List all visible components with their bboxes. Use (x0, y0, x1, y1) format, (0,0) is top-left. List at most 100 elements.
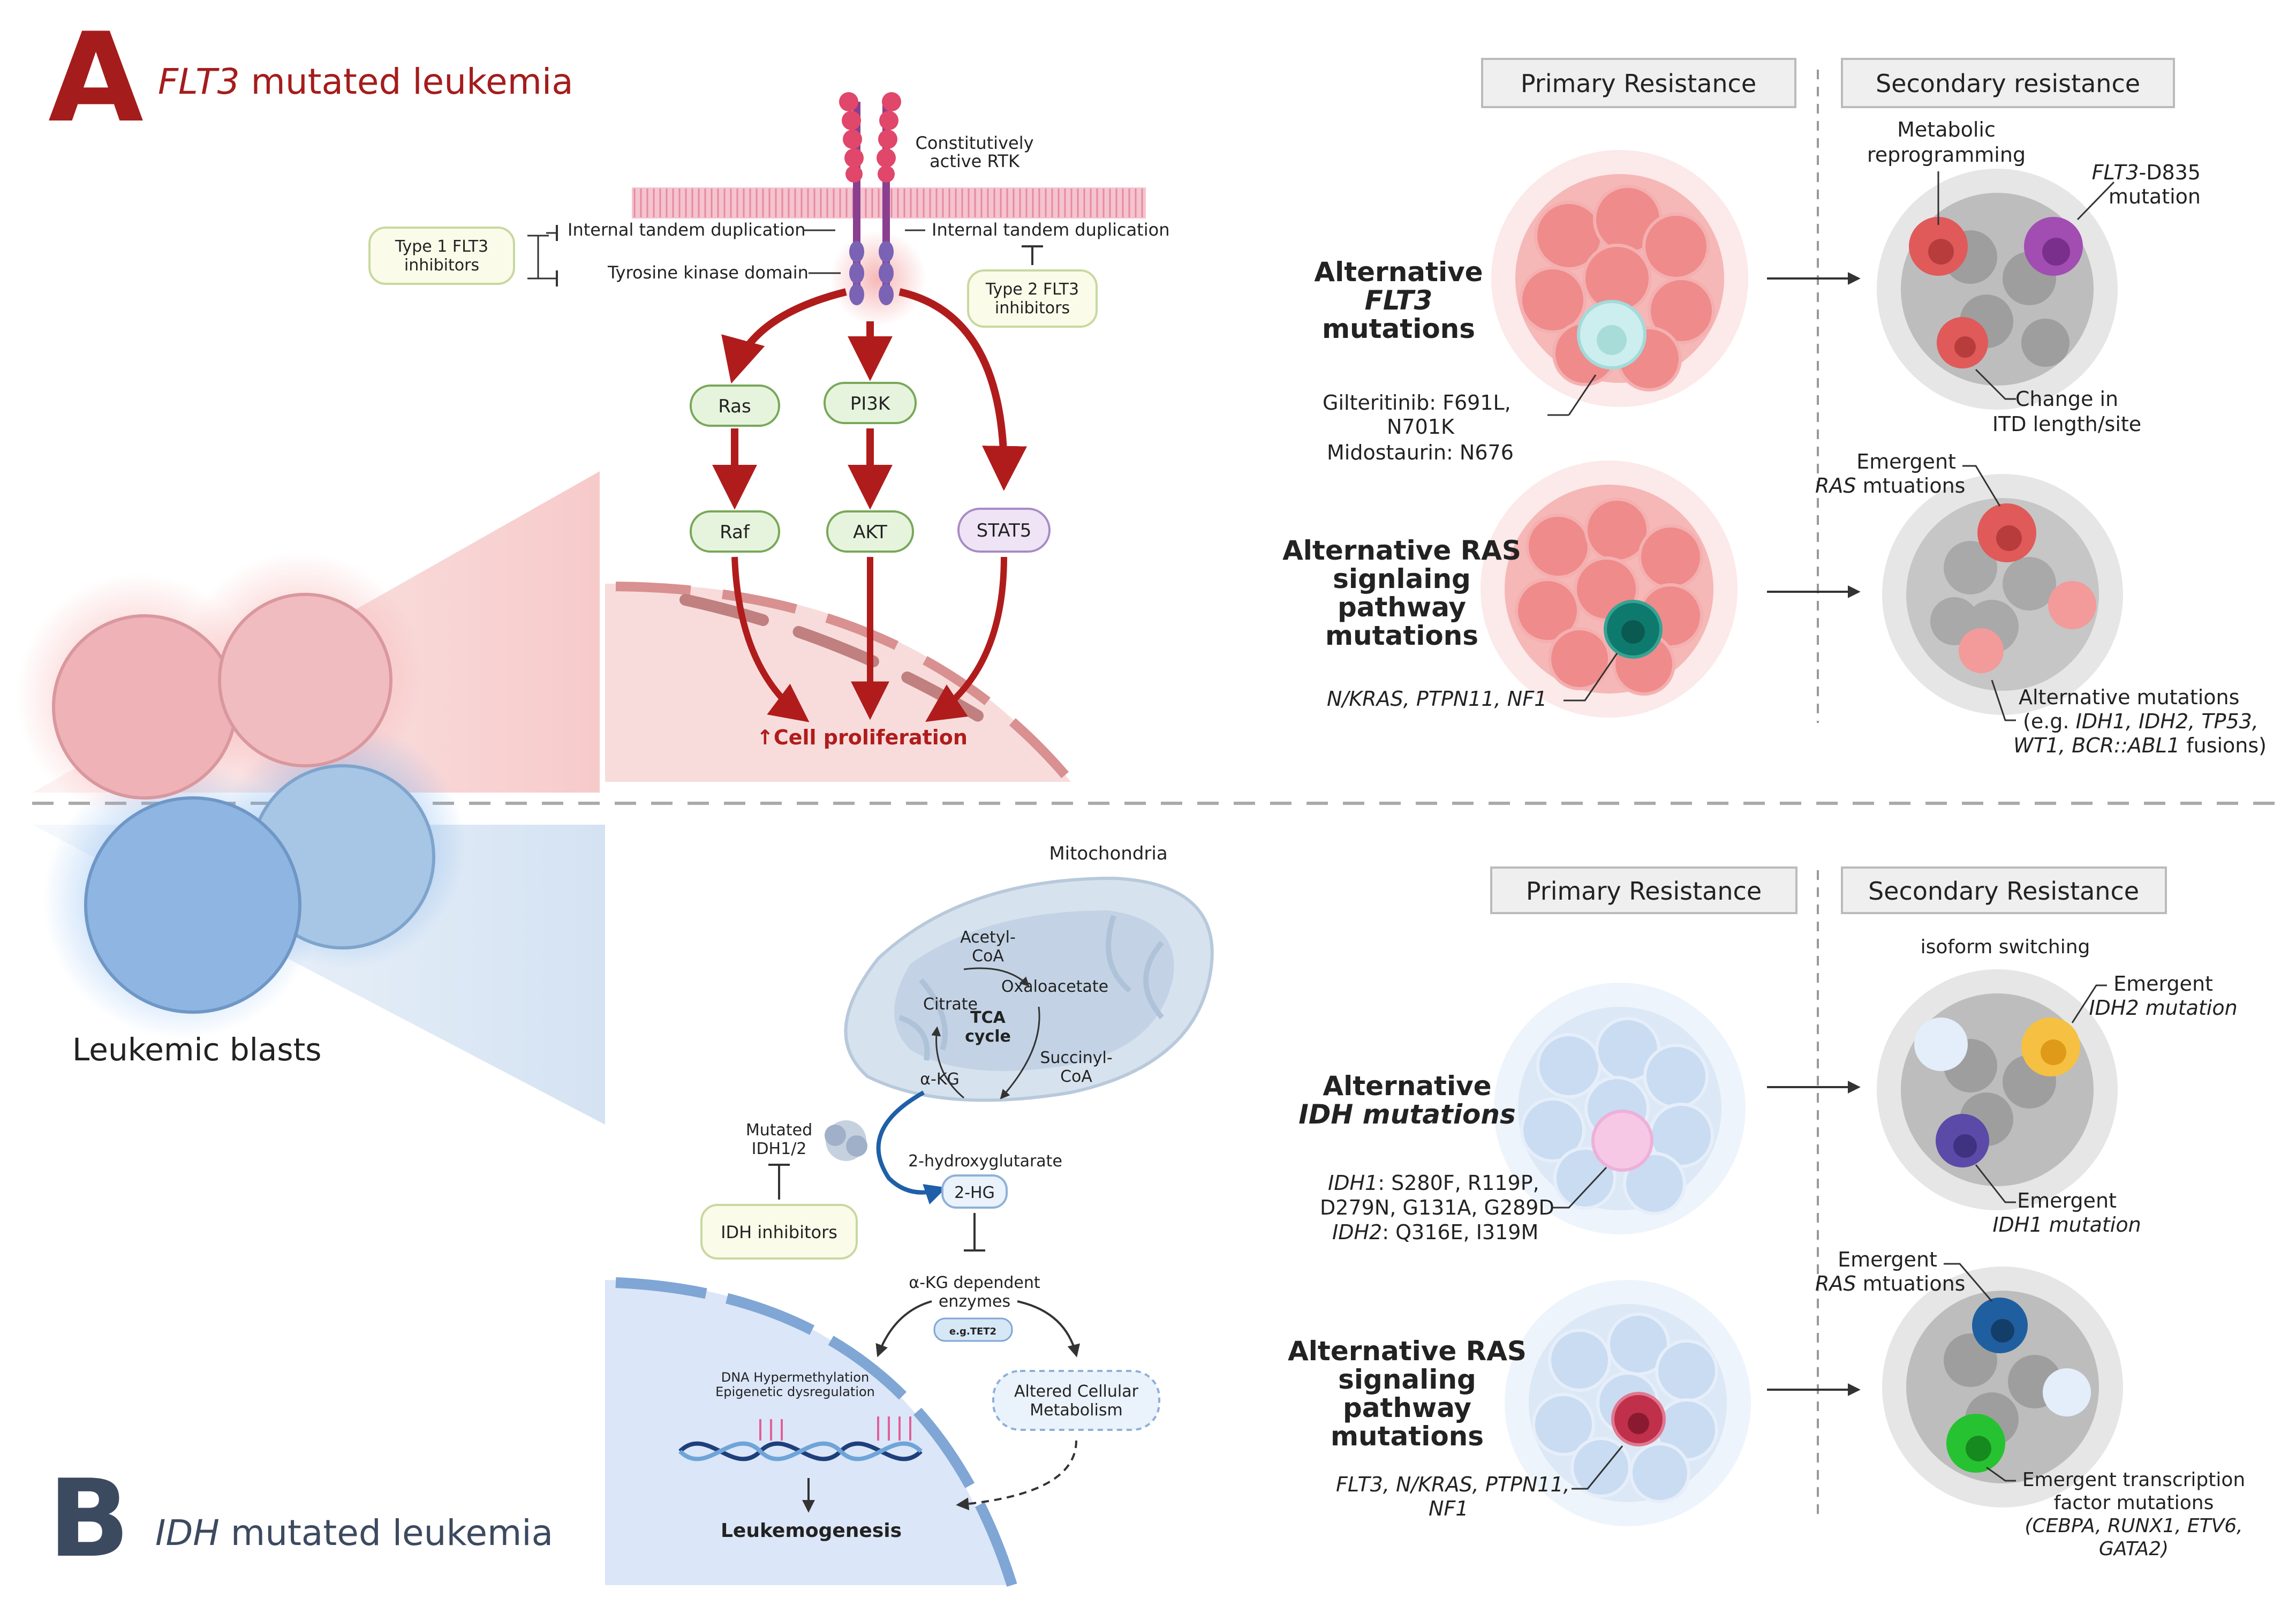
idh1-label-1: IDH1: S280F, R119P, (1328, 1171, 1539, 1195)
altmut-label-2: (e.g. IDH1, IDH2, TP53, (2023, 710, 2259, 733)
secondary-resistance-label-b: Secondary Resistance (1868, 877, 2139, 906)
secondary-resistance-header-a (1841, 58, 2175, 108)
node-pi3k (824, 382, 917, 424)
akg-to-2hg-arrow (876, 1090, 947, 1205)
mut-idh-label-2: IDH1/2 (752, 1140, 807, 1158)
alt-ras-a-label-2: signlaing (1333, 563, 1471, 594)
akg-label: α-KG (920, 1070, 960, 1089)
primary-resistance-header-b (1490, 866, 1797, 914)
gilt-label-3: Midostaurin: N676 (1327, 441, 1514, 464)
em-ras-b-leader (1944, 1263, 1993, 1302)
nkras-leader (1564, 653, 1618, 702)
emergent-ras-leader (1962, 465, 2001, 507)
primary-cluster-ras-b (1505, 1280, 1751, 1526)
alt-ras-b-label-1: Alternative RAS (1288, 1336, 1527, 1367)
mitochondria-illustration (844, 876, 1214, 1102)
secondary-resistance-header-b (1841, 866, 2167, 914)
em-idh1-leader (1975, 1164, 2016, 1203)
primary-resistance-label-b: Primary Resistance (1526, 877, 1762, 906)
altmut-leader (1991, 680, 2016, 721)
arrow-to-ras (721, 288, 847, 384)
panel-b-letter: B (48, 1457, 130, 1581)
succ-label-1: Succinyl- (1040, 1049, 1112, 1067)
emergent-ras-rest: mtuations (1856, 474, 1966, 498)
leukemic-blasts-illustration (16, 552, 466, 1039)
emergent-ras-label-1: Emergent (1856, 450, 1956, 473)
idh-leader (1553, 1166, 1607, 1209)
em-idh1-label-1: Emergent (2017, 1189, 2117, 1212)
arrow-to-stat5 (898, 288, 1028, 491)
panel-b-title: IDH mutated leukemia (155, 1512, 553, 1554)
altmut-open: (e.g. (2023, 710, 2076, 733)
panel-a-title: FLT3 mutated leukemia (158, 61, 573, 102)
panel-a-letter: A (48, 7, 144, 150)
secondary-resistance-label-a: Secondary resistance (1876, 69, 2140, 98)
akg-dep-label-1: α-KG dependent (909, 1273, 1040, 1292)
cell-proliferation-label: ↑Cell proliferation (757, 726, 968, 749)
em-ras-b-label-2: RAS mtuations (1815, 1272, 1965, 1295)
alt-ras-a-label-4: mutations (1325, 620, 1478, 651)
secondary-cluster-a1 (1877, 169, 2118, 410)
gilt-label-2: N701K (1387, 415, 1455, 439)
alt-flt3-label-2: FLT3 (1365, 285, 1433, 316)
type2-label-2: inhibitors (995, 299, 1070, 318)
node-stat5-label: STAT5 (977, 520, 1032, 541)
altered-metab-label-2: Metabolism (1030, 1401, 1122, 1420)
node-ras-label: Ras (718, 396, 751, 417)
flt3-list-label-2: NF1 (1429, 1497, 1468, 1520)
itd-left-label: Internal tandem duplication (568, 220, 805, 240)
alt-idh-label-1: Alternative (1323, 1071, 1491, 1102)
2hg-label: 2-HG (954, 1184, 995, 1202)
panel-b-title-gene: IDH (155, 1512, 220, 1554)
tet2-box (933, 1317, 1013, 1342)
itd-change-leader (1975, 368, 2016, 400)
arrow-to-dna (875, 1300, 932, 1358)
tkd-label: Tyrosine kinase domain (607, 262, 809, 283)
nucleus-a (605, 583, 1071, 782)
em-tf-label-2: factor mutations (2054, 1492, 2214, 1514)
type1-label-2: inhibitors (404, 256, 479, 275)
metab-label-1: Metabolic (1897, 118, 1996, 141)
alt-flt3-label-1: Alternative (1314, 257, 1483, 288)
metab-label-2: reprogramming (1867, 143, 2026, 167)
tca-cycle-arrows (931, 967, 1040, 1099)
alt-flt3-label-3: mutations (1322, 313, 1475, 344)
secondary-cluster-b1 (1877, 969, 2118, 1210)
flt3-list-leader (1572, 1445, 1623, 1490)
d835-gene: FLT3 (2092, 161, 2139, 184)
primary-cluster-flt3 (1491, 150, 1748, 407)
alt-ras-a-label-3: pathway (1338, 592, 1466, 623)
altmut-genes-2: WT1, BCR::ABL1 (2013, 734, 2180, 757)
itd-change-label-2: ITD length/site (1992, 412, 2141, 436)
gilt-leader (1568, 374, 1597, 416)
idh2-label: IDH2: Q316E, I319M (1332, 1220, 1538, 1244)
arrow-metab-leuko (956, 1440, 1077, 1511)
blasts-label: Leukemic blasts (72, 1031, 322, 1068)
em-tf-label-3: (CEBPA, RUNX1, ETV6, (2025, 1515, 2242, 1537)
node-raf-label: Raf (720, 522, 750, 543)
type2-label-1: Type 2 FLT3 (985, 280, 1079, 299)
altmut-genes: IDH1, IDH2, TP53, (2076, 710, 2259, 733)
node-akt (826, 510, 914, 553)
em-tf-label-1: Emergent transcription (2022, 1469, 2245, 1491)
idh2-rest: : Q316E, I319M (1382, 1220, 1538, 1244)
rtk-label-1: Constitutively (915, 133, 1033, 153)
nucleus-b (605, 1280, 1007, 1585)
em-idh2-label-2: IDH2 mutation (2089, 996, 2237, 1020)
type2-inhibitor-box (967, 269, 1098, 328)
primary-cluster-ras-a (1481, 461, 1738, 718)
altmut-label-3: WT1, BCR::ABL1 fusions) (2013, 734, 2267, 757)
acetyl-label-1: Acetyl- (960, 928, 1016, 947)
em-idh2-leader (2071, 984, 2107, 1023)
node-raf (690, 510, 780, 553)
dna-label-1: DNA Hypermethylation (721, 1370, 870, 1385)
altmut-label-1: Alternative mutations (2019, 685, 2239, 709)
succ-label-2: CoA (1060, 1067, 1092, 1086)
tca-label-1: TCA (970, 1008, 1006, 1027)
2hg-long-label: 2-hydroxyglutarate (908, 1152, 1062, 1171)
itd-change-label-1: Change in (2015, 387, 2118, 411)
oxalo-label: Oxaloacetate (1001, 977, 1108, 996)
node-ras (690, 385, 780, 427)
acetyl-label-2: CoA (972, 947, 1004, 966)
